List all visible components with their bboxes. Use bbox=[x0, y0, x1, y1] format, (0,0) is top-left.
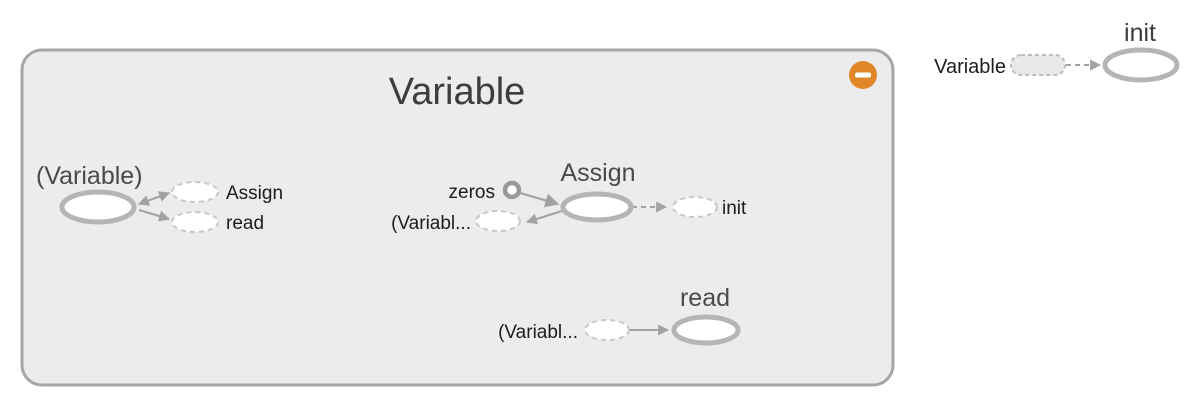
edge-variable-assign-ref bbox=[137, 191, 171, 206]
zeros-annotation-label: zeros bbox=[449, 182, 495, 203]
read-op-node[interactable] bbox=[671, 314, 741, 346]
assign-annotation-label: Assign bbox=[226, 183, 283, 204]
variable-input-proxy-node[interactable] bbox=[475, 210, 521, 232]
edge-variable-read bbox=[138, 209, 171, 222]
collapse-metanode-button[interactable] bbox=[849, 61, 877, 89]
read-proxy-node[interactable] bbox=[171, 211, 219, 233]
read-node-label: read bbox=[680, 284, 730, 312]
init-annotation-label: init bbox=[722, 198, 747, 219]
variable-node-label: (Variable) bbox=[36, 162, 143, 190]
variable-input-annotation-label: (Variabl... bbox=[391, 213, 471, 234]
edge-zeros-assign bbox=[519, 192, 560, 208]
minus-icon-bar bbox=[855, 72, 871, 78]
init-node-label: init bbox=[1124, 19, 1156, 47]
assign-node-label: Assign bbox=[560, 159, 635, 187]
assign-proxy-node[interactable] bbox=[171, 181, 219, 203]
init-op-node[interactable] bbox=[1102, 47, 1180, 83]
zeros-const-node[interactable] bbox=[502, 180, 522, 200]
init-proxy-node[interactable] bbox=[672, 196, 718, 218]
edge-assign-variable-ref bbox=[525, 210, 563, 225]
external-variable-annotation-label: Variable bbox=[934, 56, 1006, 78]
variable-metanode-proxy[interactable] bbox=[1010, 54, 1066, 76]
metanode-title: Variable bbox=[389, 71, 526, 113]
variable-op-node[interactable] bbox=[59, 189, 137, 225]
read-variable-input-annotation-label: (Variabl... bbox=[498, 322, 578, 343]
assign-op-node[interactable] bbox=[560, 191, 634, 223]
read-annotation-label: read bbox=[226, 213, 264, 234]
variable-metanode-box[interactable] bbox=[20, 48, 895, 387]
read-variable-input-proxy-node[interactable] bbox=[584, 319, 630, 341]
